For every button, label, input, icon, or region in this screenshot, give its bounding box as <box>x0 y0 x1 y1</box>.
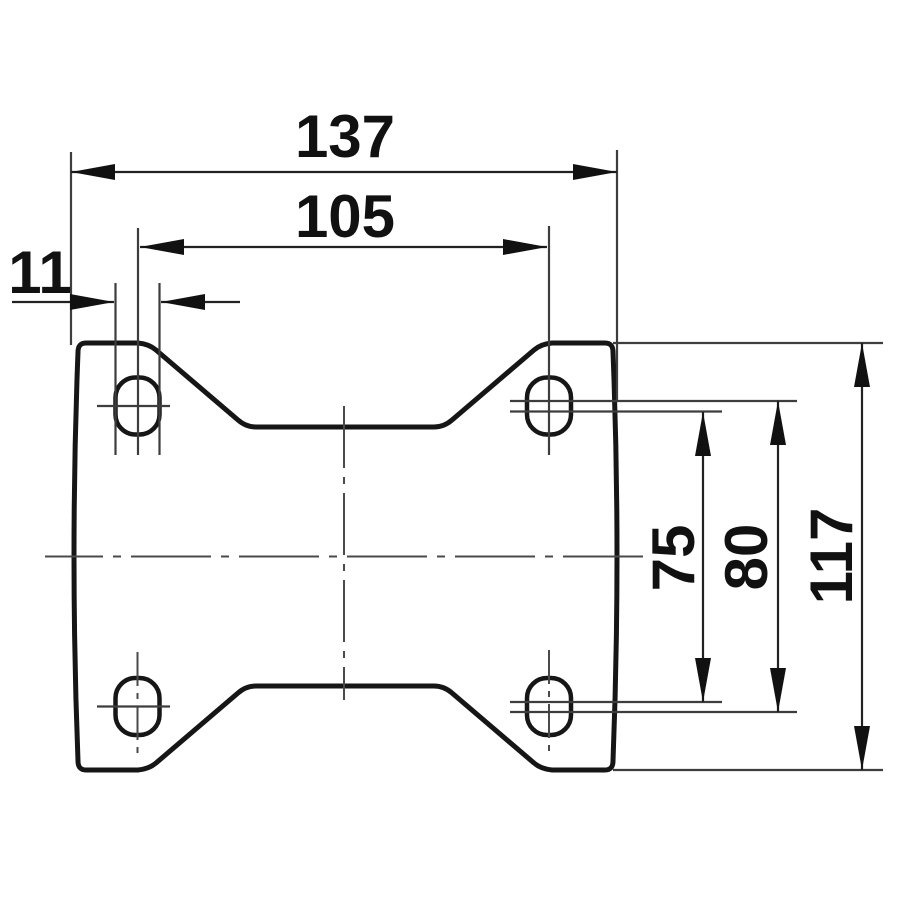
arrow-11-right <box>161 294 205 310</box>
plate-outline <box>71 340 620 773</box>
dim-label-overall-height: 117 <box>798 508 865 605</box>
arrow-80-bottom <box>770 668 786 712</box>
arrow-11-left <box>70 294 114 310</box>
arrow-75-bottom <box>695 658 711 702</box>
dim-label-hole-spacing-width: 105 <box>295 183 395 250</box>
arrow-105-left <box>140 239 184 255</box>
arrow-75-top <box>695 412 711 456</box>
arrow-117-top <box>854 343 870 387</box>
arrow-137-right <box>573 164 617 180</box>
dim-label-slot-width: 11 <box>8 239 71 306</box>
arrow-117-bottom <box>854 726 870 770</box>
arrow-105-right <box>503 239 547 255</box>
arrow-80-top <box>770 401 786 445</box>
arrow-137-left <box>71 164 115 180</box>
dim-label-overall-width: 137 <box>295 103 395 170</box>
dim-label-hole-spacing-height-max: 80 <box>713 524 780 591</box>
dim-label-hole-spacing-height-min: 75 <box>640 525 707 592</box>
